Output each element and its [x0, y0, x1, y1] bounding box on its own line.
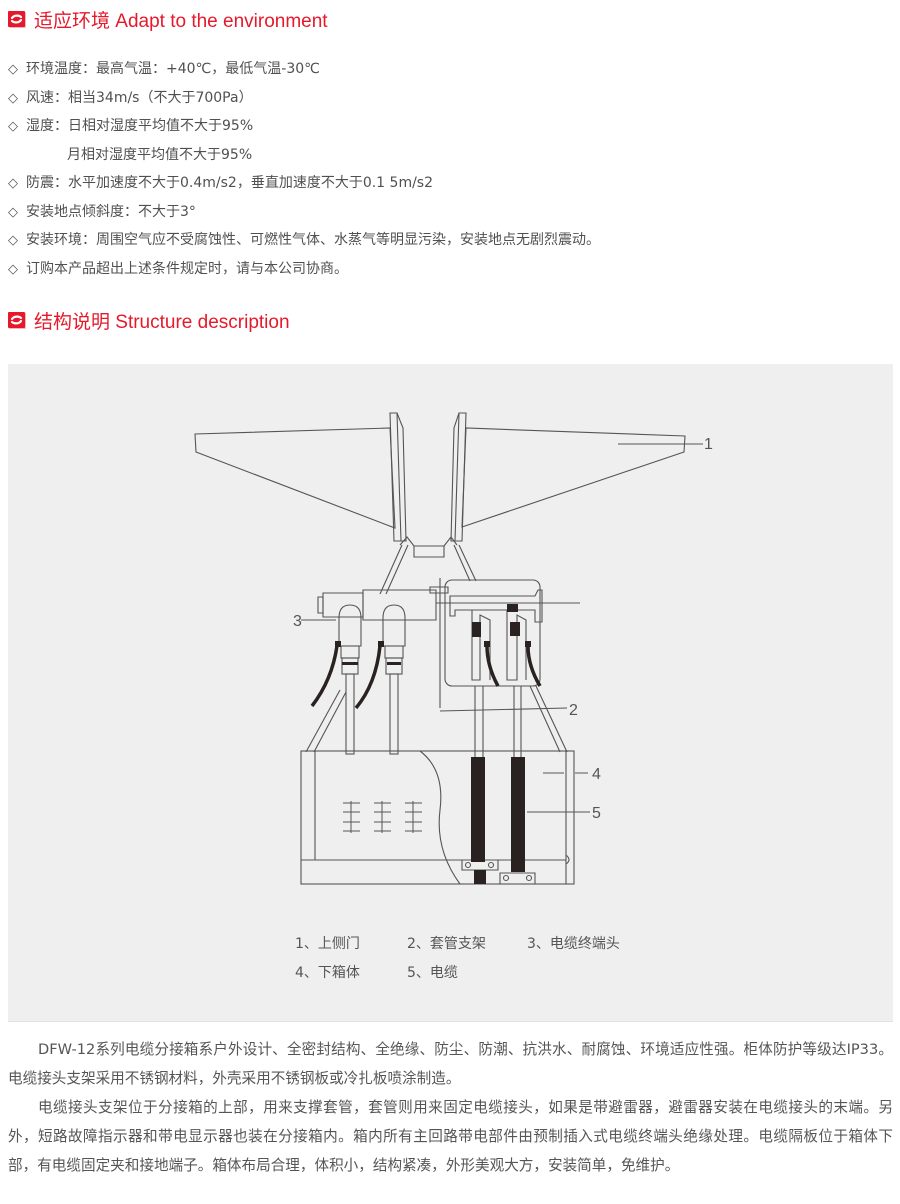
upper-side-door-right: [450, 412, 686, 542]
legend-item: 1、上侧门: [295, 936, 360, 952]
legend-item: 4、下箱体: [295, 965, 360, 981]
structure-description: DFW-12系列电缆分接箱系户外设计、全密封结构、全绝缘、防尘、防潮、抗洪水、耐…: [8, 1035, 893, 1180]
cable-terminal-right: [382, 604, 406, 755]
upper-side-door-left: [194, 412, 407, 542]
legend-row: 4、下箱体 5、电缆: [295, 959, 620, 988]
description-paragraph: 电缆接头支架位于分接箱的上部，用来支撑套管，套管则用来固定电缆接头，如果是带避雷…: [8, 1099, 893, 1174]
list-item: 月相对湿度平均值不大于95%: [67, 146, 253, 163]
section-title-environment: 适应环境 Adapt to the environment: [34, 10, 328, 32]
section-header-environment: 适应环境 Adapt to the environment: [8, 7, 328, 32]
diamond-bullet-icon: ◇: [8, 176, 18, 191]
legend-item: 3、电缆终端头: [527, 936, 620, 952]
list-item: ◇安装地点倾斜度：不大于3°: [8, 198, 600, 227]
legend-item: 5、电缆: [407, 965, 458, 981]
list-item: ◇环境温度：最高气温：+40℃，最低气温-30℃: [8, 55, 600, 84]
diamond-bullet-icon: ◇: [8, 261, 18, 277]
diamond-bullet-icon: ◇: [8, 204, 18, 220]
cable-terminal-left: [338, 604, 362, 755]
diamond-bullet-icon: ◇: [8, 119, 18, 134]
cable-branch-box-diagram: 1 3 2 4 5: [194, 412, 713, 885]
list-item: ◇安装环境：周围空气应不受腐蚀性、可燃性气体、水蒸气等明显污染，安装地点无剧烈震…: [8, 226, 600, 255]
structure-diagram-panel: 1 3 2 4 5 1、上侧门 2、套管支架 3、电缆终端头 4、下箱体 5、电缆: [8, 364, 893, 1022]
vent-louvers: [343, 801, 422, 833]
callout-1: 1: [704, 436, 713, 453]
section-title-structure: 结构说明 Structure description: [34, 311, 290, 333]
legend-item: 2、套管支架: [407, 936, 486, 952]
diamond-bullet-icon: ◇: [8, 62, 18, 77]
section-badge-icon: [8, 312, 25, 328]
diamond-bullet-icon: ◇: [8, 233, 18, 248]
diamond-bullet-icon: ◇: [8, 90, 18, 106]
environment-conditions-list: ◇环境温度：最高气温：+40℃，最低气温-30℃ ◇风速：相当34m/s（不大于…: [8, 55, 600, 283]
description-paragraph: DFW-12系列电缆分接箱系户外设计、全密封结构、全绝缘、防尘、防潮、抗洪水、耐…: [8, 1041, 893, 1087]
list-item: ◇订购本产品超出上述条件规定时，请与本公司协商。: [8, 255, 600, 284]
diagram-legend: 1、上侧门 2、套管支架 3、电缆终端头 4、下箱体 5、电缆: [295, 930, 620, 988]
list-item: ◇风速：相当34m/s（不大于700Pa）: [8, 84, 600, 113]
section-badge-icon: [8, 11, 25, 27]
callout-3: 3: [293, 613, 302, 630]
callout-2: 2: [569, 702, 578, 719]
callout-5: 5: [592, 805, 601, 822]
callout-4: 4: [592, 766, 601, 783]
section-header-structure: 结构说明 Structure description: [8, 308, 290, 333]
legend-row: 1、上侧门 2、套管支架 3、电缆终端头: [295, 930, 620, 959]
list-item: ◇防震：水平加速度不大于0.4m/s2，垂直加速度不大于0.1 5m/s2: [8, 169, 600, 198]
list-item: ◇湿度：日相对湿度平均值不大于95%: [8, 112, 600, 141]
